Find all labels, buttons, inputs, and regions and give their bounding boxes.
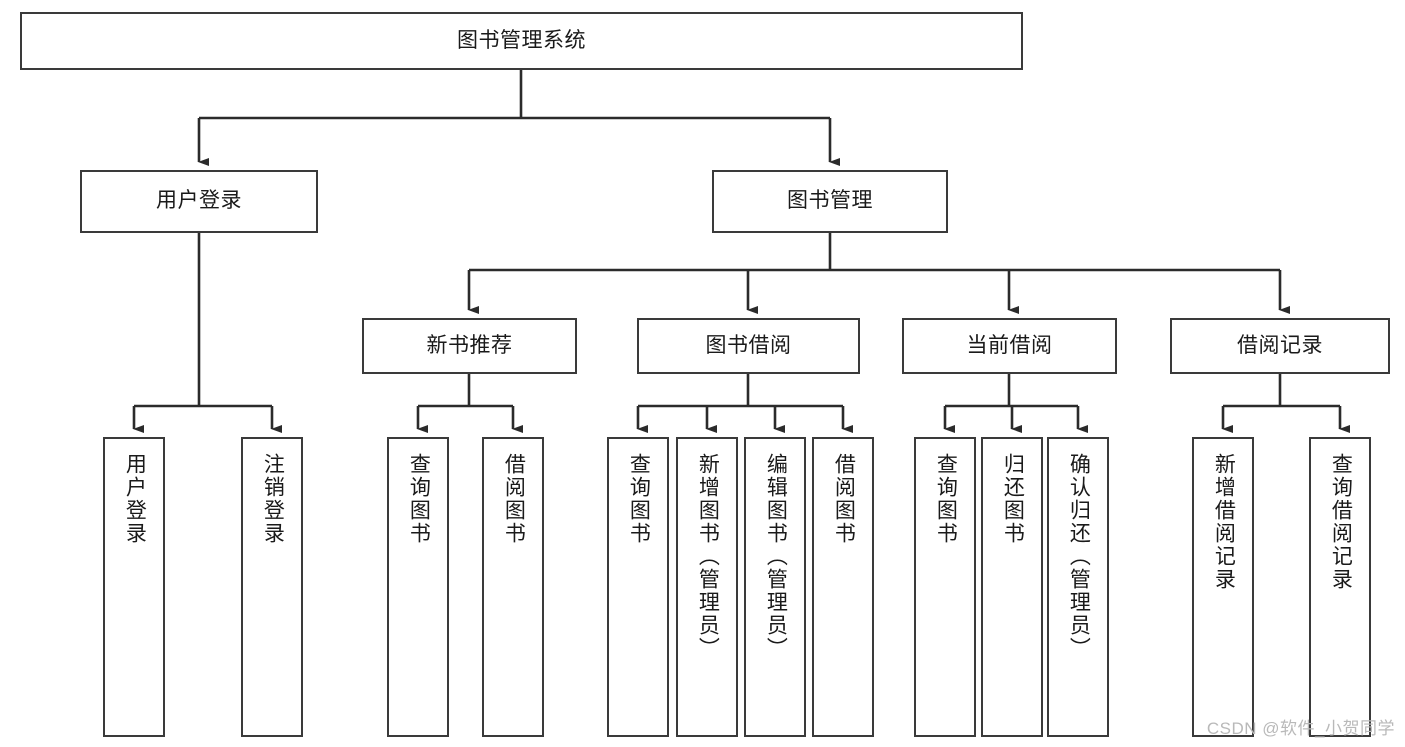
node-user-login-label: 用户登录 [156,189,242,213]
node-root[interactable]: 图书管理系统 [20,12,1023,70]
node-leaf-confirm-return[interactable]: 确认归还（管理员） [1047,437,1109,737]
node-root-label: 图书管理系统 [457,28,586,52]
node-leaf-query-book-2[interactable]: 查询图书 [607,437,669,737]
node-leaf-user-login-label: 用户登录 [123,453,147,545]
node-leaf-add-record-label: 新增借阅记录 [1212,453,1236,591]
node-borrow-record-label: 借阅记录 [1237,333,1323,357]
node-book-manage-label: 图书管理 [787,189,873,213]
node-leaf-query-book-3-label: 查询图书 [934,453,958,545]
node-leaf-add-book-label: 新增图书（管理员） [696,453,720,660]
node-leaf-query-book-1[interactable]: 查询图书 [387,437,449,737]
node-leaf-edit-book[interactable]: 编辑图书（管理员） [744,437,806,737]
node-leaf-query-record-label: 查询借阅记录 [1329,453,1353,591]
node-leaf-query-record[interactable]: 查询借阅记录 [1309,437,1371,737]
node-leaf-borrow-book-1-label: 借阅图书 [502,453,526,545]
node-leaf-user-logout[interactable]: 注销登录 [241,437,303,737]
node-leaf-query-book-2-label: 查询图书 [627,453,651,545]
node-leaf-add-record[interactable]: 新增借阅记录 [1192,437,1254,737]
node-leaf-user-login[interactable]: 用户登录 [103,437,165,737]
node-leaf-user-logout-label: 注销登录 [261,453,285,545]
node-leaf-borrow-book-2-label: 借阅图书 [832,453,856,545]
node-new-book-rec-label: 新书推荐 [426,333,513,357]
node-leaf-query-book-1-label: 查询图书 [407,453,431,545]
node-leaf-borrow-book-1[interactable]: 借阅图书 [482,437,544,737]
node-current-borrow-label: 当前借阅 [966,333,1053,357]
node-borrow-record[interactable]: 借阅记录 [1170,318,1390,374]
node-current-borrow[interactable]: 当前借阅 [902,318,1117,374]
node-leaf-return-book-label: 归还图书 [1001,453,1025,545]
node-new-book-rec[interactable]: 新书推荐 [362,318,577,374]
node-user-login[interactable]: 用户登录 [80,170,318,233]
node-book-manage[interactable]: 图书管理 [712,170,948,233]
node-leaf-borrow-book-2[interactable]: 借阅图书 [812,437,874,737]
node-book-borrow-label: 图书借阅 [705,333,792,357]
csdn-watermark: CSDN @软件_小贺同学 [1206,719,1395,738]
node-leaf-query-book-3[interactable]: 查询图书 [914,437,976,737]
node-leaf-confirm-return-label: 确认归还（管理员） [1067,453,1091,660]
node-book-borrow[interactable]: 图书借阅 [637,318,860,374]
node-leaf-return-book[interactable]: 归还图书 [981,437,1043,737]
node-leaf-edit-book-label: 编辑图书（管理员） [764,453,788,660]
node-leaf-add-book[interactable]: 新增图书（管理员） [676,437,738,737]
